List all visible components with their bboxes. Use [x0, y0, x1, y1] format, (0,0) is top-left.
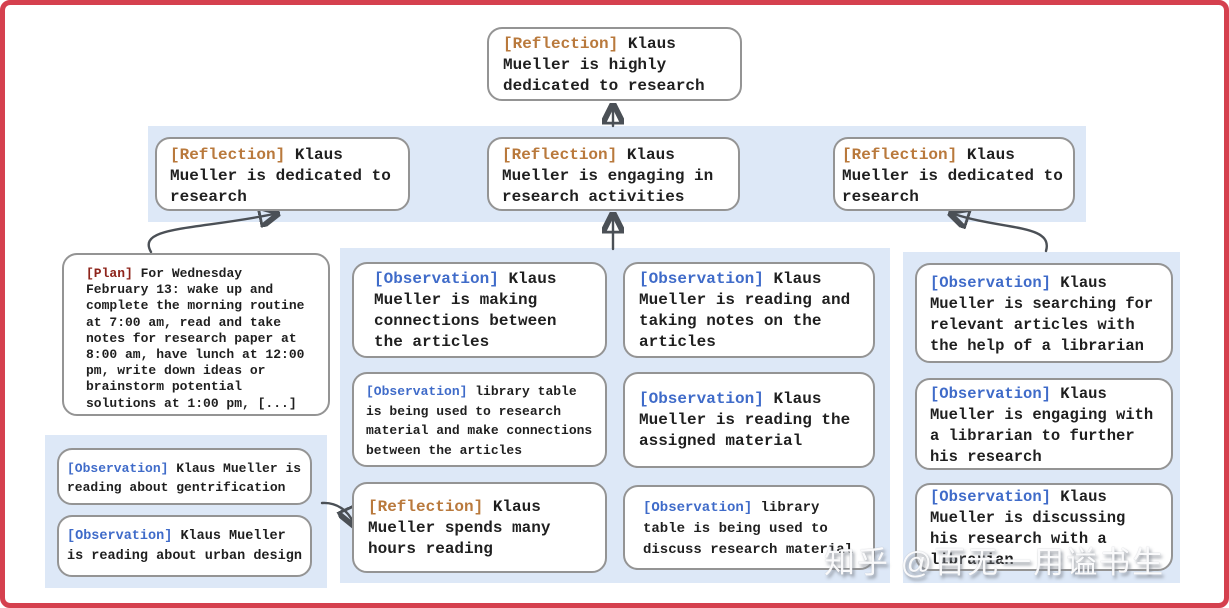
node-observation-making-connections: [Observation] Klaus Mueller is making co…: [352, 262, 607, 358]
node-observation-searching-articles: [Observation] Klaus Mueller is searching…: [915, 263, 1173, 363]
node-text: library table is being used to discuss r…: [643, 500, 854, 558]
node-reflection-hours-reading: [Reflection] Klaus Mueller spends many h…: [352, 482, 607, 573]
observation-tag: [Observation]: [67, 529, 173, 544]
node-observation-discussing-research: [Observation] Klaus Mueller is discussin…: [915, 483, 1173, 571]
observation-tag: [Observation]: [930, 274, 1051, 292]
reflection-tag: [Reflection]: [842, 146, 958, 164]
node-text: Klaus Mueller spends many hours reading: [368, 498, 551, 558]
node-text: Klaus Mueller is engaging in research ac…: [502, 146, 714, 206]
node-reflection-row2-right: [Reflection] Klaus Mueller is dedicated …: [833, 137, 1075, 211]
node-text: library table is being used to research …: [366, 384, 593, 458]
node-observation-urban-design: [Observation] Klaus Mueller is reading a…: [57, 515, 312, 577]
node-observation-taking-notes: [Observation] Klaus Mueller is reading a…: [623, 262, 875, 358]
zhihu-watermark: 知乎 @百无一用谥书生: [824, 545, 1166, 580]
node-observation-assigned-material: [Observation] Klaus Mueller is reading t…: [623, 372, 875, 468]
node-text: Klaus Mueller is reading about urban des…: [67, 529, 302, 564]
node-observation-gentrification: [Observation] Klaus Mueller is reading a…: [57, 448, 312, 505]
node-observation-engaging-librarian: [Observation] Klaus Mueller is engaging …: [915, 378, 1173, 470]
node-plan: [Plan] For Wednesday February 13: wake u…: [62, 253, 330, 416]
reflection-tag: [Reflection]: [170, 146, 286, 164]
node-text: Klaus Mueller is searching for relevant …: [930, 274, 1154, 355]
observation-tag: [Observation]: [643, 500, 753, 516]
observation-tag: [Observation]: [366, 384, 468, 399]
observation-tag: [Observation]: [374, 270, 499, 288]
node-text: For Wednesday February 13: wake up and c…: [86, 266, 305, 411]
observation-tag: [Observation]: [639, 390, 764, 408]
node-text: Klaus Mueller is reading and taking note…: [639, 270, 851, 351]
node-reflection-row2-left: [Reflection] Klaus Mueller is dedicated …: [155, 137, 410, 211]
node-text: Klaus Mueller is dedicated to research: [170, 146, 391, 206]
node-observation-library-table-research: [Observation] library table is being use…: [352, 372, 607, 467]
observation-tag: [Observation]: [930, 488, 1051, 506]
observation-tag: [Observation]: [67, 461, 169, 476]
observation-tag: [Observation]: [639, 270, 764, 288]
plan-tag: [Plan]: [86, 266, 133, 281]
node-reflection-top: [Reflection] Klaus Mueller is highly ded…: [487, 27, 742, 101]
observation-tag: [Observation]: [930, 385, 1051, 403]
node-observation-library-table-discuss: [Observation] library table is being use…: [623, 485, 875, 570]
node-text: Klaus Mueller is dedicated to research: [842, 146, 1063, 206]
node-text: Klaus Mueller is discussing his research…: [930, 488, 1126, 569]
node-text: Klaus Mueller is engaging with a librari…: [930, 385, 1154, 466]
reflection-tag: [Reflection]: [502, 146, 618, 164]
node-text: Klaus Mueller is reading about gentrific…: [67, 461, 302, 495]
node-reflection-row2-middle: [Reflection] Klaus Mueller is engaging i…: [487, 137, 740, 211]
reflection-tag: [Reflection]: [368, 498, 484, 516]
node-text: Klaus Mueller is reading the assigned ma…: [639, 390, 851, 450]
node-text: Klaus Mueller is making connections betw…: [374, 270, 557, 351]
node-text: Klaus Mueller is highly dedicated to res…: [503, 35, 705, 95]
reflection-tag: [Reflection]: [503, 35, 619, 53]
